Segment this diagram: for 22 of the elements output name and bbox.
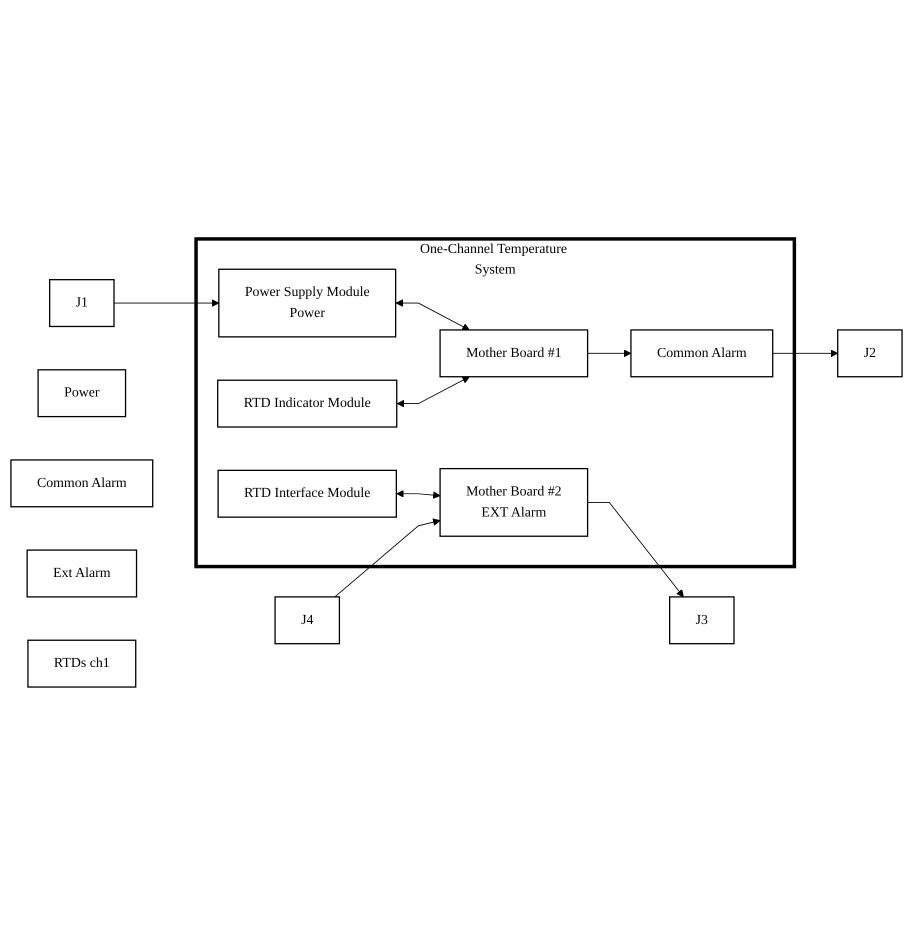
- arrow: [396, 376, 470, 408]
- module-box: Power: [37, 369, 126, 418]
- module-box: Mother Board #1: [439, 329, 588, 378]
- arrow: [334, 518, 440, 598]
- module-box: RTDs ch1: [27, 640, 136, 688]
- arrow: [396, 490, 440, 499]
- module-box: Common Alarm: [630, 329, 774, 378]
- module-box: J3: [669, 596, 735, 644]
- module-box: Mother Board #2 EXT Alarm: [439, 468, 588, 537]
- arrow: [587, 350, 632, 358]
- arrow: [772, 350, 838, 358]
- arrow: [114, 299, 220, 307]
- module-box: Common Alarm: [10, 459, 154, 508]
- module-box: RTD Indicator Module: [217, 380, 398, 428]
- module-box: J4: [274, 596, 340, 644]
- arrow: [587, 502, 684, 598]
- module-box: J2: [837, 329, 903, 378]
- module-box: RTD Interface Module: [217, 470, 397, 518]
- module-box: J1: [49, 279, 115, 328]
- arrow: [396, 299, 470, 330]
- module-box: Ext Alarm: [26, 549, 138, 598]
- module-box: Power Supply Module Power: [218, 268, 396, 338]
